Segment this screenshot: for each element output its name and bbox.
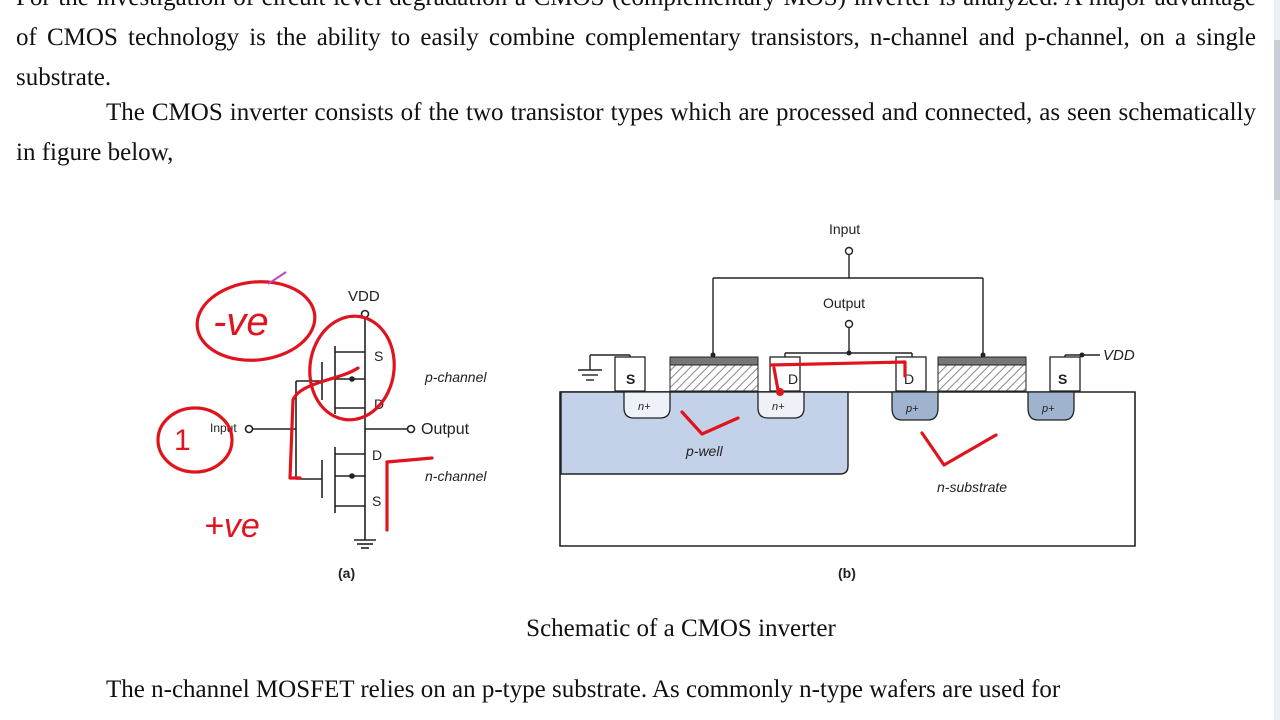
p-plus-label-1: p+ (905, 403, 919, 415)
pen-mark (267, 271, 287, 285)
annotation-plus-ve: +ve (204, 507, 260, 545)
output-label-b: Output (823, 295, 865, 311)
annotation-minus-ve: -ve (213, 300, 269, 344)
cmos-figure: VDD S D p-channel Input Output D n-cha (156, 221, 1136, 581)
n-channel-label: n-channel (425, 468, 487, 484)
source-label-n: S (372, 493, 381, 509)
input-label-a: Input (210, 421, 237, 435)
p-plus-label-2: p+ (1041, 403, 1055, 415)
vdd-label-b: VDD (1103, 347, 1135, 364)
annotation-dot (776, 388, 784, 396)
handwritten-annotations (156, 280, 998, 532)
paragraph-intro: For the investigation of circuit level d… (16, 0, 1256, 91)
p-channel-label: p-channel (424, 369, 487, 385)
paragraph-nchannel: The n-channel MOSFET relies on an p-type… (106, 676, 1061, 703)
vdd-label-a: VDD (348, 288, 380, 305)
drain-left-label: D (788, 371, 798, 387)
drain-label-n: D (372, 447, 382, 463)
drain-right-label: D (904, 371, 914, 387)
vertical-scrollbar[interactable] (1274, 0, 1280, 720)
figure-caption: Schematic of a CMOS inverter (526, 615, 836, 642)
source-label-p: S (374, 348, 383, 364)
source-right-label: S (1058, 371, 1067, 387)
output-label-a: Output (421, 421, 470, 438)
annotation-one: 1 (174, 424, 191, 457)
n-substrate-label: n-substrate (937, 479, 1007, 495)
paragraph-inverter: The CMOS inverter consists of the two tr… (16, 99, 1256, 166)
panel-label-b: (b) (838, 565, 856, 581)
cross-section-panel-b (559, 246, 1136, 547)
n-plus-label-1: n+ (638, 401, 651, 413)
input-label-b: Input (829, 221, 860, 237)
source-left-label: S (626, 371, 635, 387)
scrollbar-thumb[interactable] (1274, 40, 1280, 200)
n-plus-label-2: n+ (772, 401, 785, 413)
panel-label-a: (a) (338, 565, 355, 581)
p-well-label: p-well (685, 443, 723, 459)
